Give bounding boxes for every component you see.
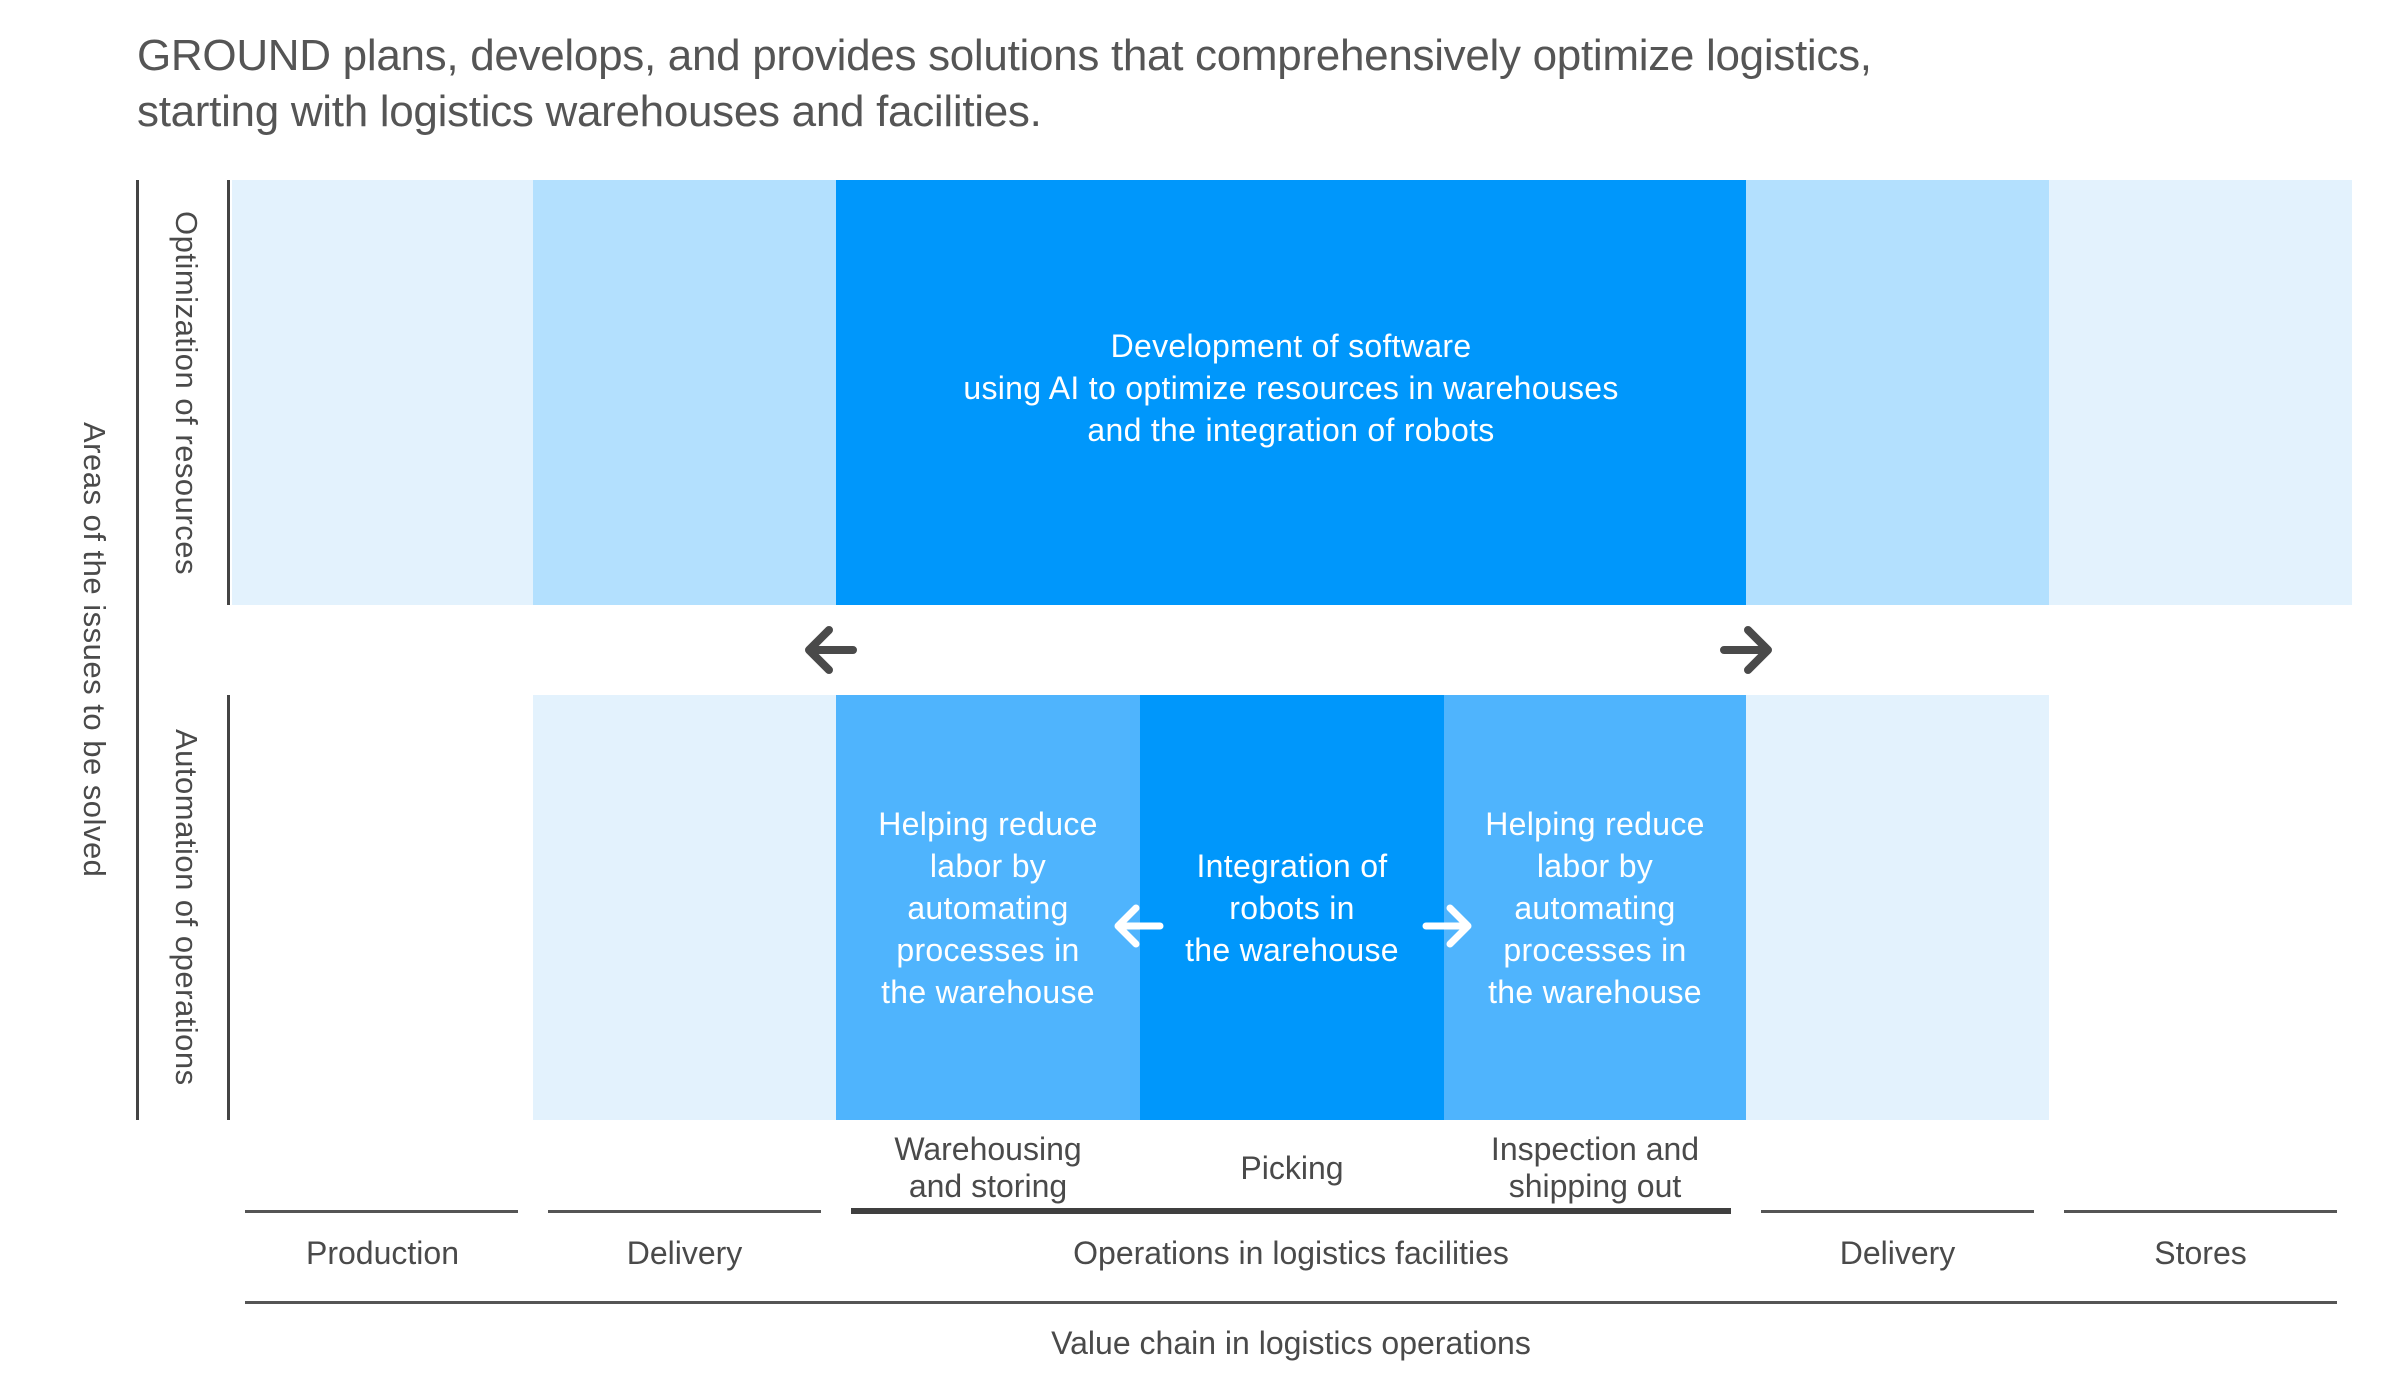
bottom-right-box-text: Helping reduce labor by automating proce… xyxy=(1485,805,1705,1010)
stage-production: Production xyxy=(306,1234,459,1271)
outer-axis-line xyxy=(136,180,139,1120)
row-label-optimization: Optimization of resources xyxy=(169,210,204,575)
outer-axis-label: Areas of the issues to be solved xyxy=(77,422,112,878)
stage-line-production xyxy=(245,1210,518,1213)
value-chain-label: Value chain in logistics operations xyxy=(1051,1324,1531,1361)
arrow-right-icon xyxy=(1422,904,1472,948)
substage-shipping: Inspection and shipping out xyxy=(1490,1131,1700,1204)
band-top-delivery-2 xyxy=(1746,180,2049,605)
stage-line-facilities xyxy=(851,1208,1731,1214)
stage-line-delivery-2 xyxy=(1761,1210,2034,1213)
band-top-delivery-1 xyxy=(533,180,836,605)
arrow-left-icon xyxy=(805,626,857,674)
bottom-left-box-text: Helping reduce labor by automating proce… xyxy=(878,805,1098,1010)
page-title: GROUND plans, develops, and provides sol… xyxy=(137,31,1872,136)
band-bottom-delivery-2 xyxy=(1746,695,2049,1120)
arrow-right-icon xyxy=(1720,626,1772,674)
substage-picking: Picking xyxy=(1240,1149,1344,1186)
band-top-facilities xyxy=(836,180,1746,605)
row-line-optimization xyxy=(227,180,230,605)
band-bottom-shipping xyxy=(1444,695,1746,1120)
row-label-automation: Automation of operations xyxy=(169,729,204,1086)
top-box-text: Development of software using AI to opti… xyxy=(963,327,1619,448)
stage-facilities: Operations in logistics facilities xyxy=(1073,1234,1509,1271)
stage-stores: Stores xyxy=(2154,1234,2247,1271)
value-chain-line xyxy=(245,1301,2337,1304)
band-bottom-warehousing xyxy=(836,695,1140,1120)
band-top-production xyxy=(232,180,533,605)
arrow-left-icon xyxy=(1114,904,1164,948)
substage-warehousing: Warehousing and storing xyxy=(894,1131,1082,1204)
band-bottom-picking xyxy=(1140,695,1444,1120)
band-bottom-delivery-1 xyxy=(533,695,836,1120)
row-line-automation xyxy=(227,695,230,1120)
bottom-center-box-text: Integration of robots in the warehouse xyxy=(1185,847,1399,968)
band-top-stores xyxy=(2049,180,2352,605)
stage-line-delivery-1 xyxy=(548,1210,821,1213)
stage-delivery-2: Delivery xyxy=(1839,1234,1956,1271)
stage-line-stores xyxy=(2064,1210,2337,1213)
stage-delivery-1: Delivery xyxy=(626,1234,743,1271)
